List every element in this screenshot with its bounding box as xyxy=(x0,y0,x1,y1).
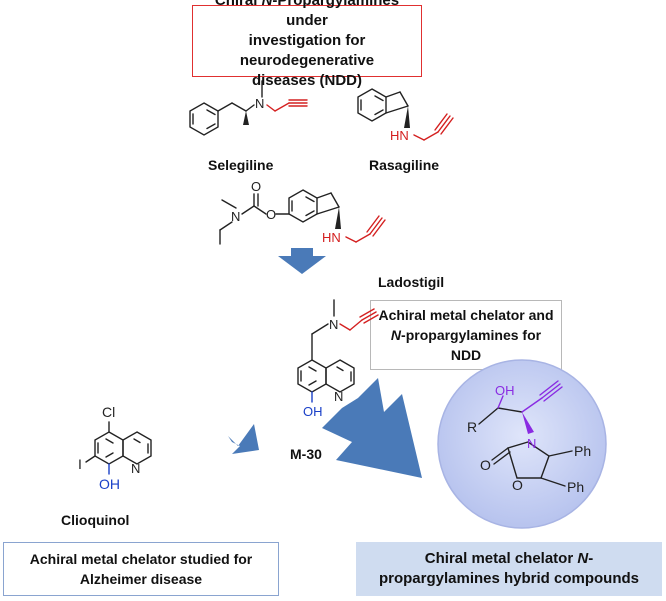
clioquinol-structure: Cl I N OH xyxy=(78,404,152,492)
hybrid-compounds-box: Chiral metal chelator N- propargylamines… xyxy=(356,542,662,596)
clioquinol-i-atom: I xyxy=(78,456,82,472)
mid-box-line1: Achiral metal chelator and xyxy=(378,307,554,323)
ladostigil-ester-o-atom: O xyxy=(266,207,276,222)
rasagiline-structure: HN xyxy=(357,88,454,143)
achiral-chelator-ndd-box: Achiral metal chelator and N-propargylam… xyxy=(370,300,562,370)
m30-amine-n-atom: N xyxy=(329,317,338,332)
bottom-right-line1: Chiral metal chelator N- xyxy=(424,550,594,567)
m30-structure: N N OH xyxy=(297,299,379,419)
bottom-left-line1: Achiral metal chelator studied for xyxy=(29,551,253,567)
hybrid-ph-group-2: Ph xyxy=(567,479,584,495)
hybrid-carbonyl-o-atom: O xyxy=(480,457,491,473)
selegiline-label: Selegiline xyxy=(208,157,274,173)
down-arrow xyxy=(278,248,326,274)
ladostigil-structure: O O N HN xyxy=(219,179,386,245)
top-title-line1: Chiral N-Propargylamines under xyxy=(214,0,400,29)
hybrid-oh-atom: OH xyxy=(495,383,515,398)
hybrid-ph-group-1: Ph xyxy=(574,443,591,459)
clioquinol-cl-atom: Cl xyxy=(102,404,115,420)
clioquinol-ring-n-atom: N xyxy=(131,461,140,476)
hybrid-r-group: R xyxy=(467,419,477,435)
mid-box-line2: N-propargylamines for xyxy=(390,327,542,343)
bottom-left-line2: Alzheimer disease xyxy=(79,571,203,587)
ladostigil-hn-atom: HN xyxy=(322,230,341,245)
ladostigil-n-atom: N xyxy=(231,209,240,224)
hybrid-n-atom: N xyxy=(527,436,536,451)
selegiline-structure: N xyxy=(189,80,308,136)
right-down-arrow xyxy=(322,378,422,478)
alzheimer-chelator-box: Achiral metal chelator studied for Alzhe… xyxy=(3,542,279,596)
rasagiline-hn-atom: HN xyxy=(390,128,409,143)
ladostigil-carbonyl-o-atom: O xyxy=(251,179,261,194)
selegiline-n-atom: N xyxy=(255,96,264,111)
m30-ring-n-atom: N xyxy=(334,389,343,404)
m30-label: M-30 xyxy=(290,446,322,462)
top-title-box: Chiral N-Propargylamines under investiga… xyxy=(192,0,422,89)
ladostigil-label: Ladostigil xyxy=(378,274,445,290)
m30-oh-atom: OH xyxy=(303,404,323,419)
rasagiline-label: Rasagiline xyxy=(369,157,440,173)
top-title-line2: investigation for neurodegenerative xyxy=(239,32,375,69)
top-title-line3: diseases (NDD) xyxy=(251,72,363,89)
hybrid-compound-structure: OH R N O O Ph Ph xyxy=(437,359,607,529)
up-right-arrow xyxy=(228,424,259,454)
bottom-right-line2: propargylamines hybrid compounds xyxy=(378,570,640,587)
clioquinol-label: Clioquinol xyxy=(61,512,130,528)
mid-box-line3: NDD xyxy=(450,347,482,363)
hybrid-ring-o-atom: O xyxy=(512,477,523,493)
clioquinol-oh-atom: OH xyxy=(99,476,120,492)
